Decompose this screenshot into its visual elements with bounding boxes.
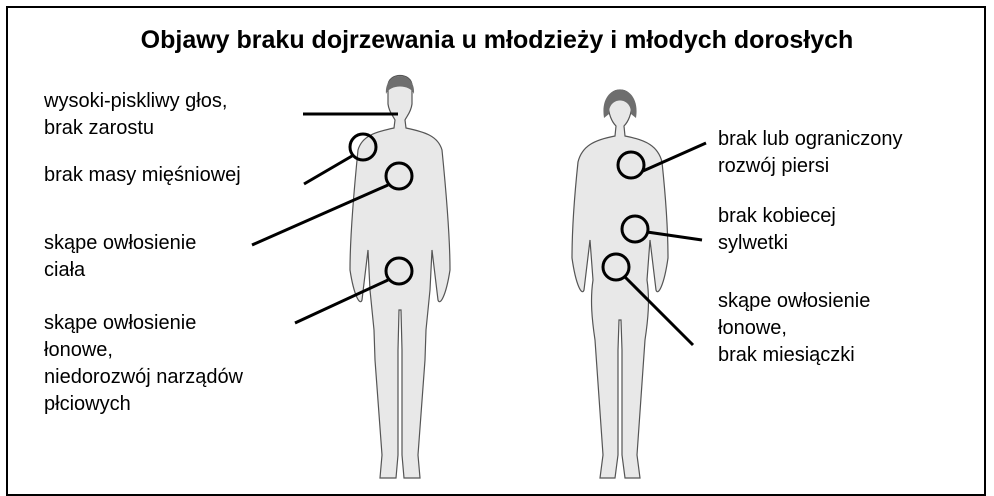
label-male-pubic: skąpe owłosienie łonowe, niedorozwój nar… [44, 310, 243, 418]
label-muscle: brak masy mięśniowej [44, 162, 241, 189]
male-figure [350, 76, 450, 479]
male-body [350, 76, 450, 479]
female-body [572, 90, 668, 478]
label-breast: brak lub ograniczony rozwój piersi [718, 126, 903, 180]
label-figure: brak kobiecej sylwetki [718, 203, 836, 257]
female-figure [572, 90, 668, 479]
muscle-pointer-line [304, 156, 352, 184]
label-female-pubic: skąpe owłosienie łonowe, brak miesiączki [718, 288, 870, 369]
label-voice: wysoki-piskliwy głos, brak zarostu [44, 88, 227, 142]
label-body-hair: skąpe owłosienie ciała [44, 230, 196, 284]
